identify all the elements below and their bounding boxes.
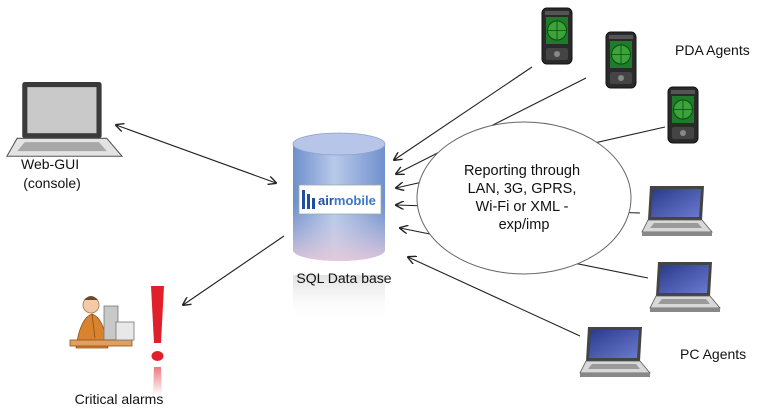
- database-cylinder-icon: [292, 132, 386, 321]
- cloud-line: Wi-Fi or XML -: [476, 199, 569, 215]
- person-at-desk-icon: [69, 296, 135, 349]
- laptop-icon: [641, 185, 713, 237]
- cloud-line: Reporting through: [464, 163, 580, 179]
- arrow-pc3-db: [408, 257, 581, 337]
- web-gui-label: Web-GUI (console): [21, 156, 83, 191]
- reporting-cloud: Reporting through LAN, 3G, GPRS, Wi-Fi o…: [416, 121, 632, 275]
- laptop-icon: [649, 261, 721, 313]
- pda-device-icon: [541, 7, 573, 65]
- exclamation-icon: [151, 286, 164, 395]
- pda-device-icon: [605, 31, 637, 89]
- airmobile-logo: airmobile: [298, 184, 382, 215]
- pc-agents-label: PC Agents: [680, 346, 746, 362]
- laptop-icon: [5, 82, 124, 157]
- cloud-line: exp/imp: [499, 217, 550, 233]
- svg-text:airmobile: airmobile: [318, 193, 376, 208]
- cloud-line: LAN, 3G, GPRS,: [468, 181, 577, 197]
- arrow-pda1-db: [394, 66, 533, 160]
- pda-agents-label: PDA Agents: [675, 42, 750, 58]
- db-label: SQL Data base: [296, 270, 391, 286]
- arrow-db-critical: [183, 235, 285, 305]
- pda-device-icon: [667, 86, 699, 144]
- laptop-icon: [579, 326, 651, 378]
- arrow-webgui-db: [116, 125, 276, 183]
- critical-alarms-label: Critical alarms: [75, 391, 164, 407]
- svg-text:Reporting through LAN, 3: Reporting through LAN, 3G, GPRS, Wi-Fi o…: [464, 163, 584, 233]
